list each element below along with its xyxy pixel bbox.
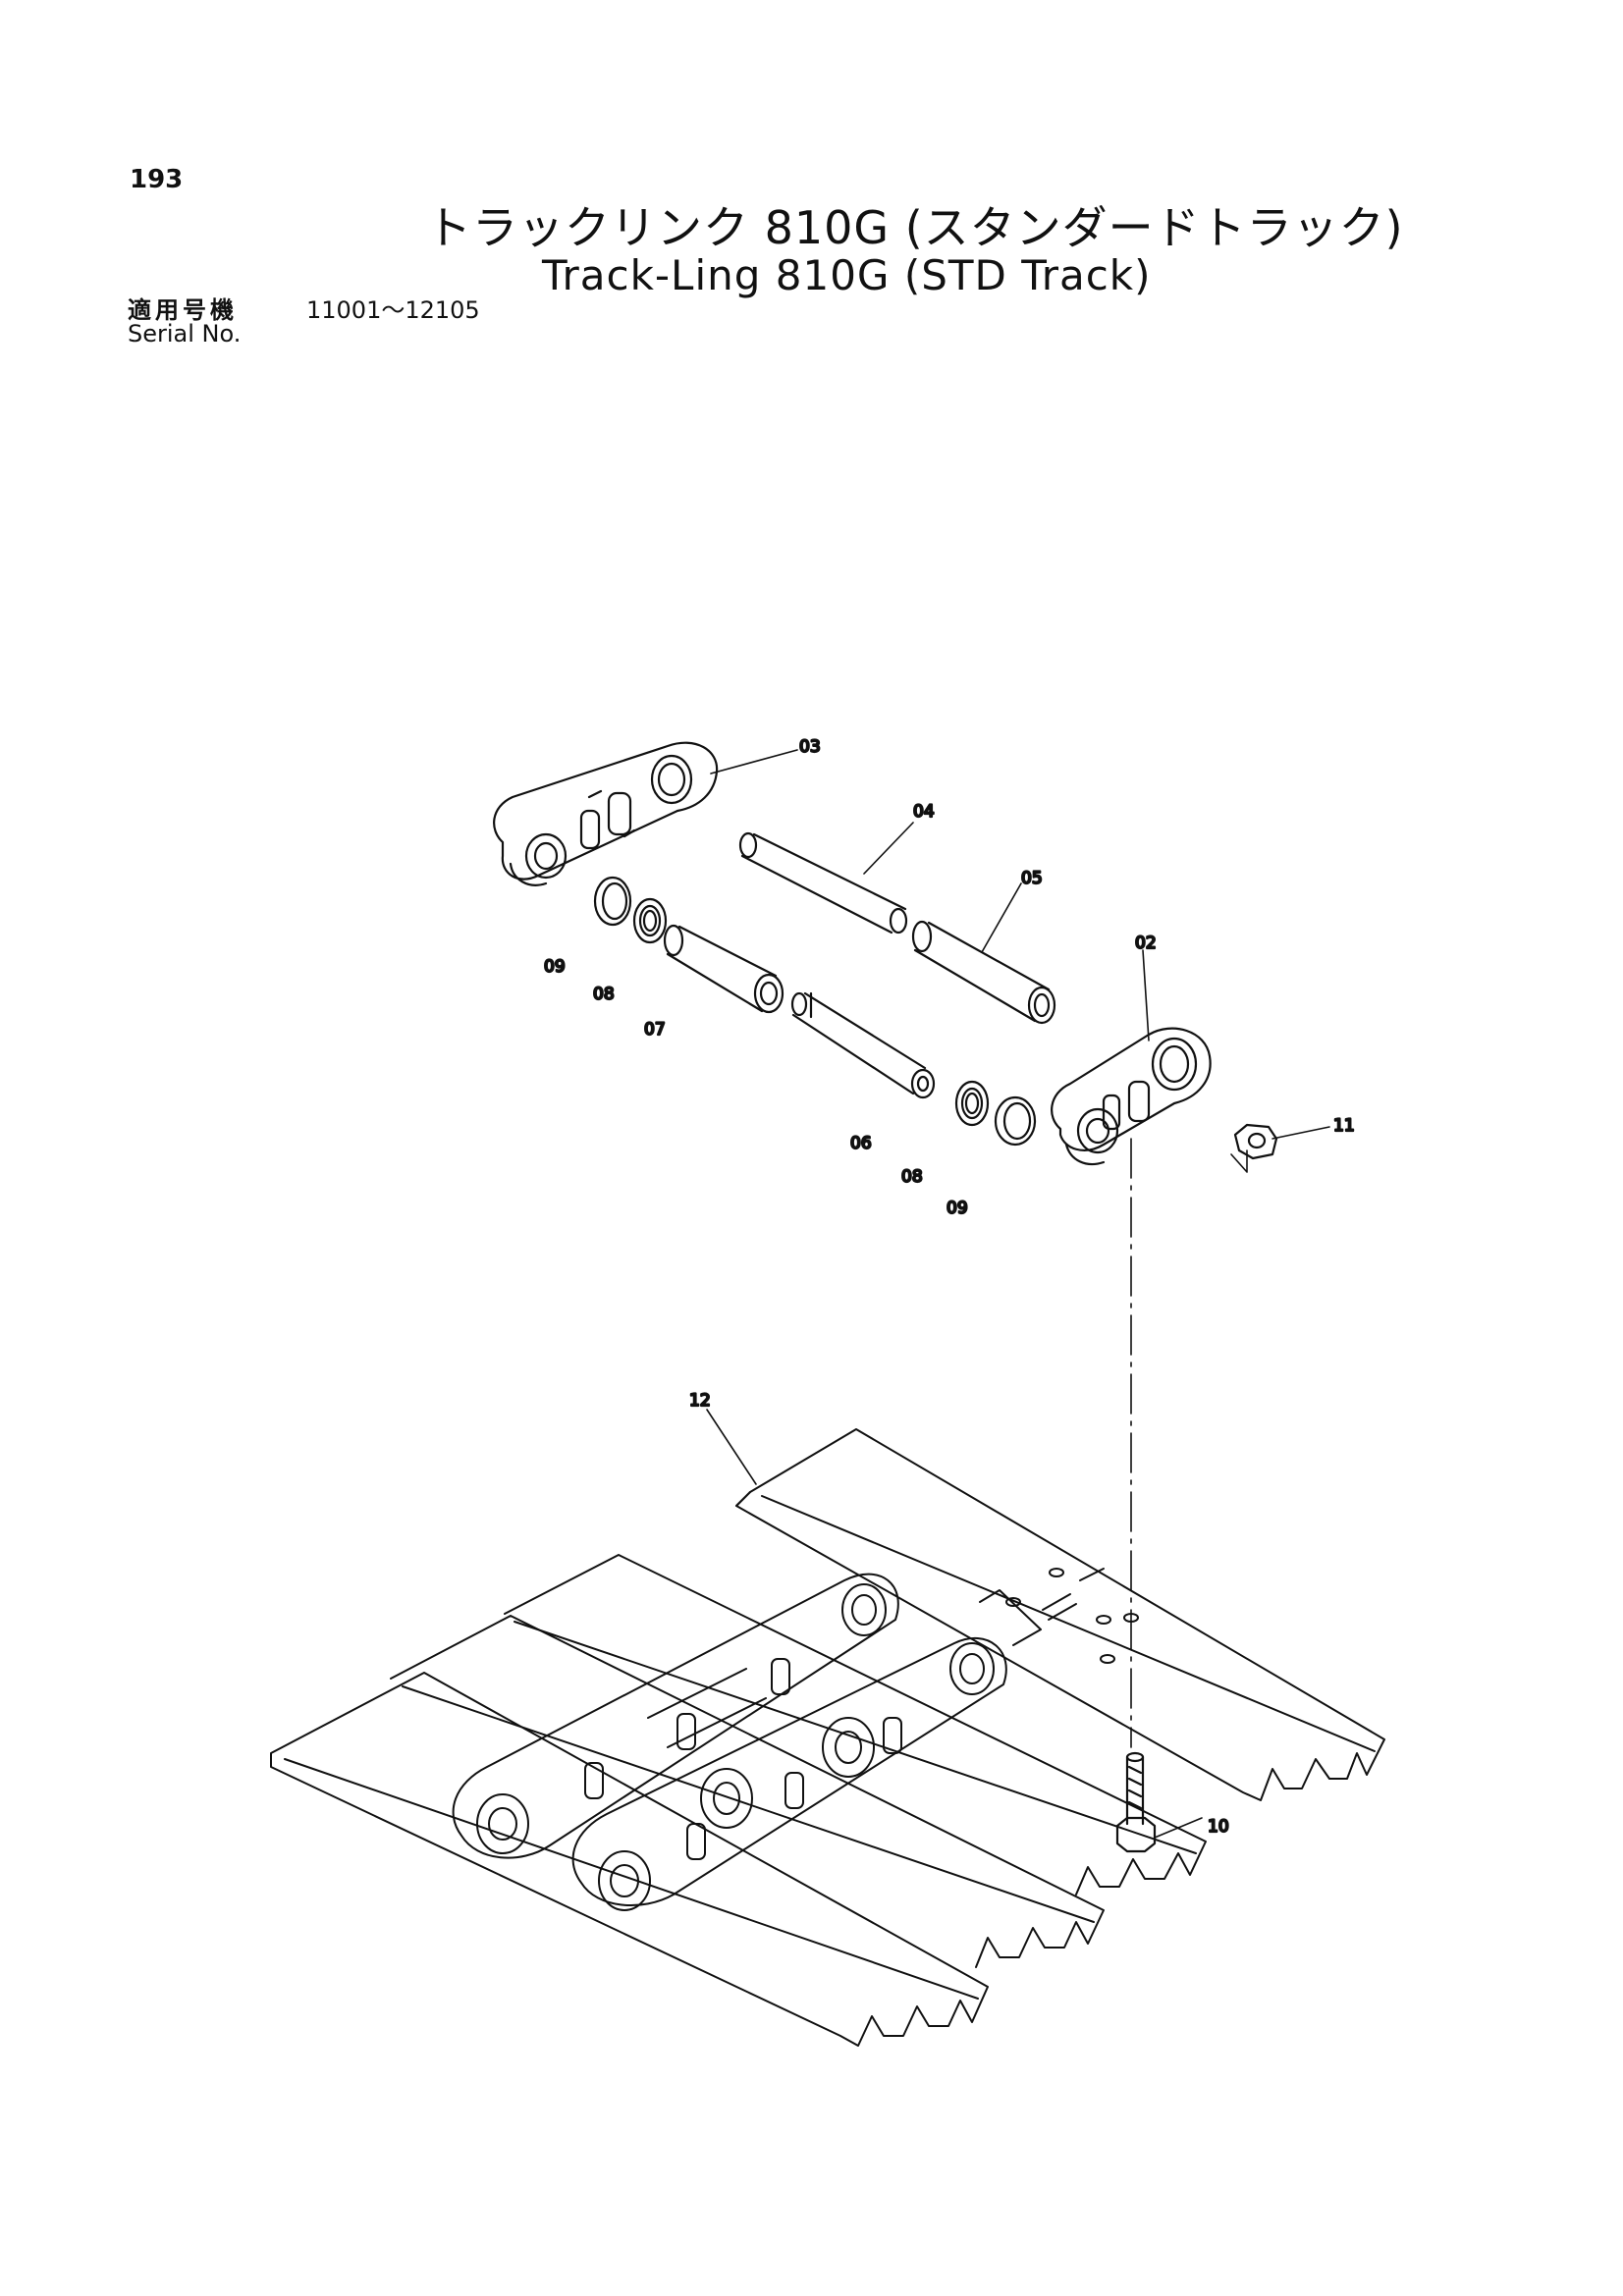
part-05-bushing <box>911 920 1056 1025</box>
track-shoe-lower-3 <box>504 1554 1207 1896</box>
callout-04: 04 <box>913 802 935 822</box>
serial-label-japanese: 適用号機 <box>128 296 238 324</box>
part-03-link-left <box>493 741 719 886</box>
callout-05: 05 <box>1021 869 1043 888</box>
part-08-seal-left <box>632 897 668 944</box>
callout-leaders <box>706 749 1330 1839</box>
callout-08-right: 08 <box>901 1167 923 1187</box>
callout-08-left: 08 <box>593 985 615 1004</box>
callout-09-left: 09 <box>544 957 566 977</box>
callout-03: 03 <box>799 737 821 757</box>
part-04-pin <box>738 831 908 934</box>
part-09-ring-left <box>593 876 632 927</box>
track-shoe-lower-2 <box>390 1615 1105 1968</box>
callout-10: 10 <box>1208 1817 1229 1837</box>
part-09-ring-right <box>994 1095 1037 1147</box>
part-02-link-right <box>1051 1027 1212 1166</box>
callout-06: 06 <box>850 1134 872 1153</box>
part-07-bushing <box>663 924 784 1014</box>
serial-label-english: Serial No. <box>128 320 242 347</box>
part-12-track-shoe <box>735 1428 1385 1801</box>
track-shoe-lower-1 <box>270 1672 989 2047</box>
callout-11: 11 <box>1333 1116 1355 1136</box>
serial-range: 11001〜12105 <box>306 296 480 324</box>
page-number: 193 <box>130 165 184 194</box>
track-link-chain-assembled <box>452 1573 1007 1911</box>
track-shoe-assembly <box>270 1428 1385 2047</box>
page-title-japanese: トラックリンク 810G (スタンダードトラック) <box>426 201 1404 254</box>
page-title-english: Track-Ling 810G (STD Track) <box>542 251 1152 299</box>
part-06-pin <box>790 991 936 1099</box>
callout-09-right: 09 <box>947 1199 968 1218</box>
callout-07: 07 <box>644 1020 666 1040</box>
callout-02: 02 <box>1135 934 1157 953</box>
part-08-seal-right <box>954 1080 990 1127</box>
part-11-nut <box>1233 1123 1278 1160</box>
callout-12: 12 <box>689 1391 711 1411</box>
part-10-bolt <box>1115 1751 1157 1853</box>
